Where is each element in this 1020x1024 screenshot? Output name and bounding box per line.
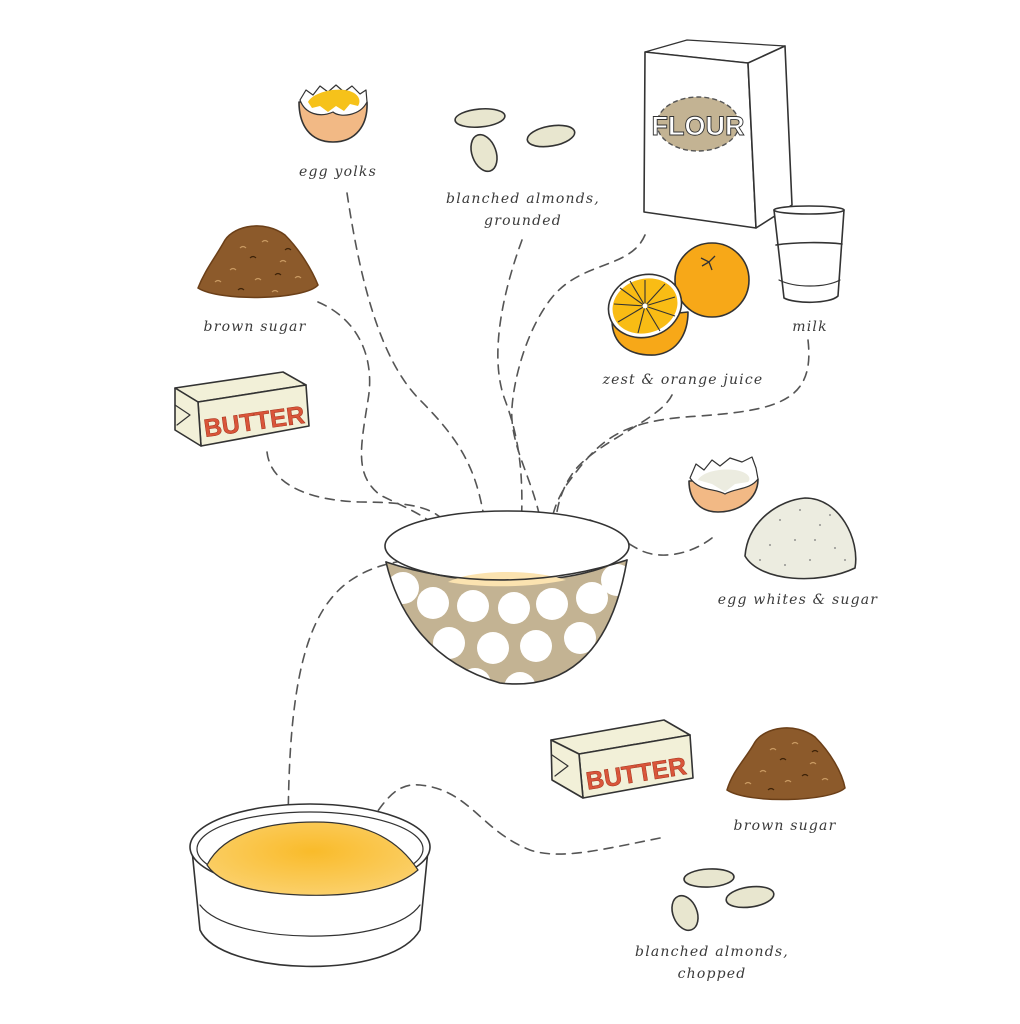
brown-sugar-illustration-2	[726, 727, 846, 801]
connector-brown-sugar	[317, 301, 456, 551]
egg-white-illustration	[688, 456, 759, 513]
label-brown-sugar-2: brown sugar	[733, 818, 837, 834]
sugar-pile-illustration	[744, 497, 857, 580]
butter-package-text-1: BUTTER	[202, 401, 306, 443]
connector-orange	[554, 394, 673, 531]
label-egg-yolks: egg yolks	[299, 164, 377, 180]
connector-egg-yolks	[346, 192, 489, 546]
cake-pan	[189, 803, 431, 968]
brown-sugar-illustration	[197, 225, 319, 299]
almonds-chopped-illustration	[671, 868, 775, 932]
label-almonds-grounded-line1: blanched almonds,	[446, 191, 600, 207]
mixing-bowl	[384, 510, 630, 685]
label-almonds-chopped-line1: blanched almonds,	[635, 944, 789, 960]
egg-yolk-illustration	[298, 84, 368, 143]
connector-bowl-to-pan	[287, 558, 451, 853]
milk-glass-illustration	[773, 205, 845, 304]
connector-milk	[547, 339, 810, 546]
label-orange: zest & orange juice	[602, 372, 764, 388]
connector-lines	[266, 192, 810, 855]
connector-almonds	[497, 239, 523, 546]
label-almonds-chopped-line2: chopped	[677, 966, 747, 982]
label-almonds-grounded-line2: grounded	[484, 213, 562, 229]
label-brown-sugar-1: brown sugar	[203, 319, 307, 335]
label-almonds-chopped: blanched almonds, chopped	[635, 941, 789, 985]
flour-bag-illustration: FLOUR	[643, 39, 793, 229]
label-milk: milk	[792, 319, 828, 335]
connector-flour	[510, 234, 646, 551]
orange-illustration	[607, 242, 750, 356]
almonds-grounded-illustration	[454, 107, 576, 173]
flour-package-text: FLOUR	[652, 111, 745, 141]
butter-stick-illustration-1: BUTTER	[174, 371, 310, 447]
label-egg-whites-sugar: egg whites & sugar	[717, 592, 879, 608]
connector-butter	[266, 451, 451, 531]
butter-stick-illustration-2: BUTTER	[550, 719, 694, 799]
label-almonds-grounded: blanched almonds, grounded	[446, 188, 600, 232]
connector-toppings-to-pan	[349, 784, 661, 855]
